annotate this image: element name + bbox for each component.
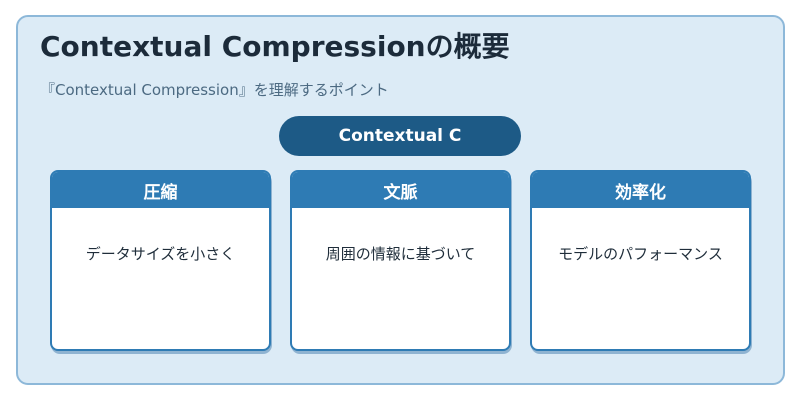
concept-card-compression: 圧縮 データサイズを小さく	[50, 170, 271, 351]
diagram-subtitle: 『Contextual Compression』を理解するポイント	[40, 81, 389, 99]
concept-card-context: 文脈 周囲の情報に基づいて	[290, 170, 511, 351]
card-header-label: 文脈	[383, 182, 418, 203]
card-body: データサイズを小さく	[52, 208, 269, 349]
diagram-title: Contextual Compressionの概要	[40, 30, 510, 63]
card-header-label: 圧縮	[143, 182, 178, 203]
concept-card-efficiency: 効率化 モデルのパフォーマンス	[530, 170, 751, 351]
central-concept-node: Contextual C	[279, 116, 521, 156]
card-header: 文脈	[292, 172, 509, 208]
card-header-label: 効率化	[615, 182, 666, 203]
card-body: 周囲の情報に基づいて	[292, 208, 509, 349]
card-body-text: 周囲の情報に基づいて	[325, 245, 476, 263]
card-header: 効率化	[532, 172, 749, 208]
card-body-text: モデルのパフォーマンス	[558, 245, 723, 263]
card-body: モデルのパフォーマンス	[532, 208, 749, 349]
card-header: 圧縮	[52, 172, 269, 208]
card-body-text: データサイズを小さく	[85, 245, 236, 263]
central-concept-label: Contextual C	[338, 126, 462, 146]
